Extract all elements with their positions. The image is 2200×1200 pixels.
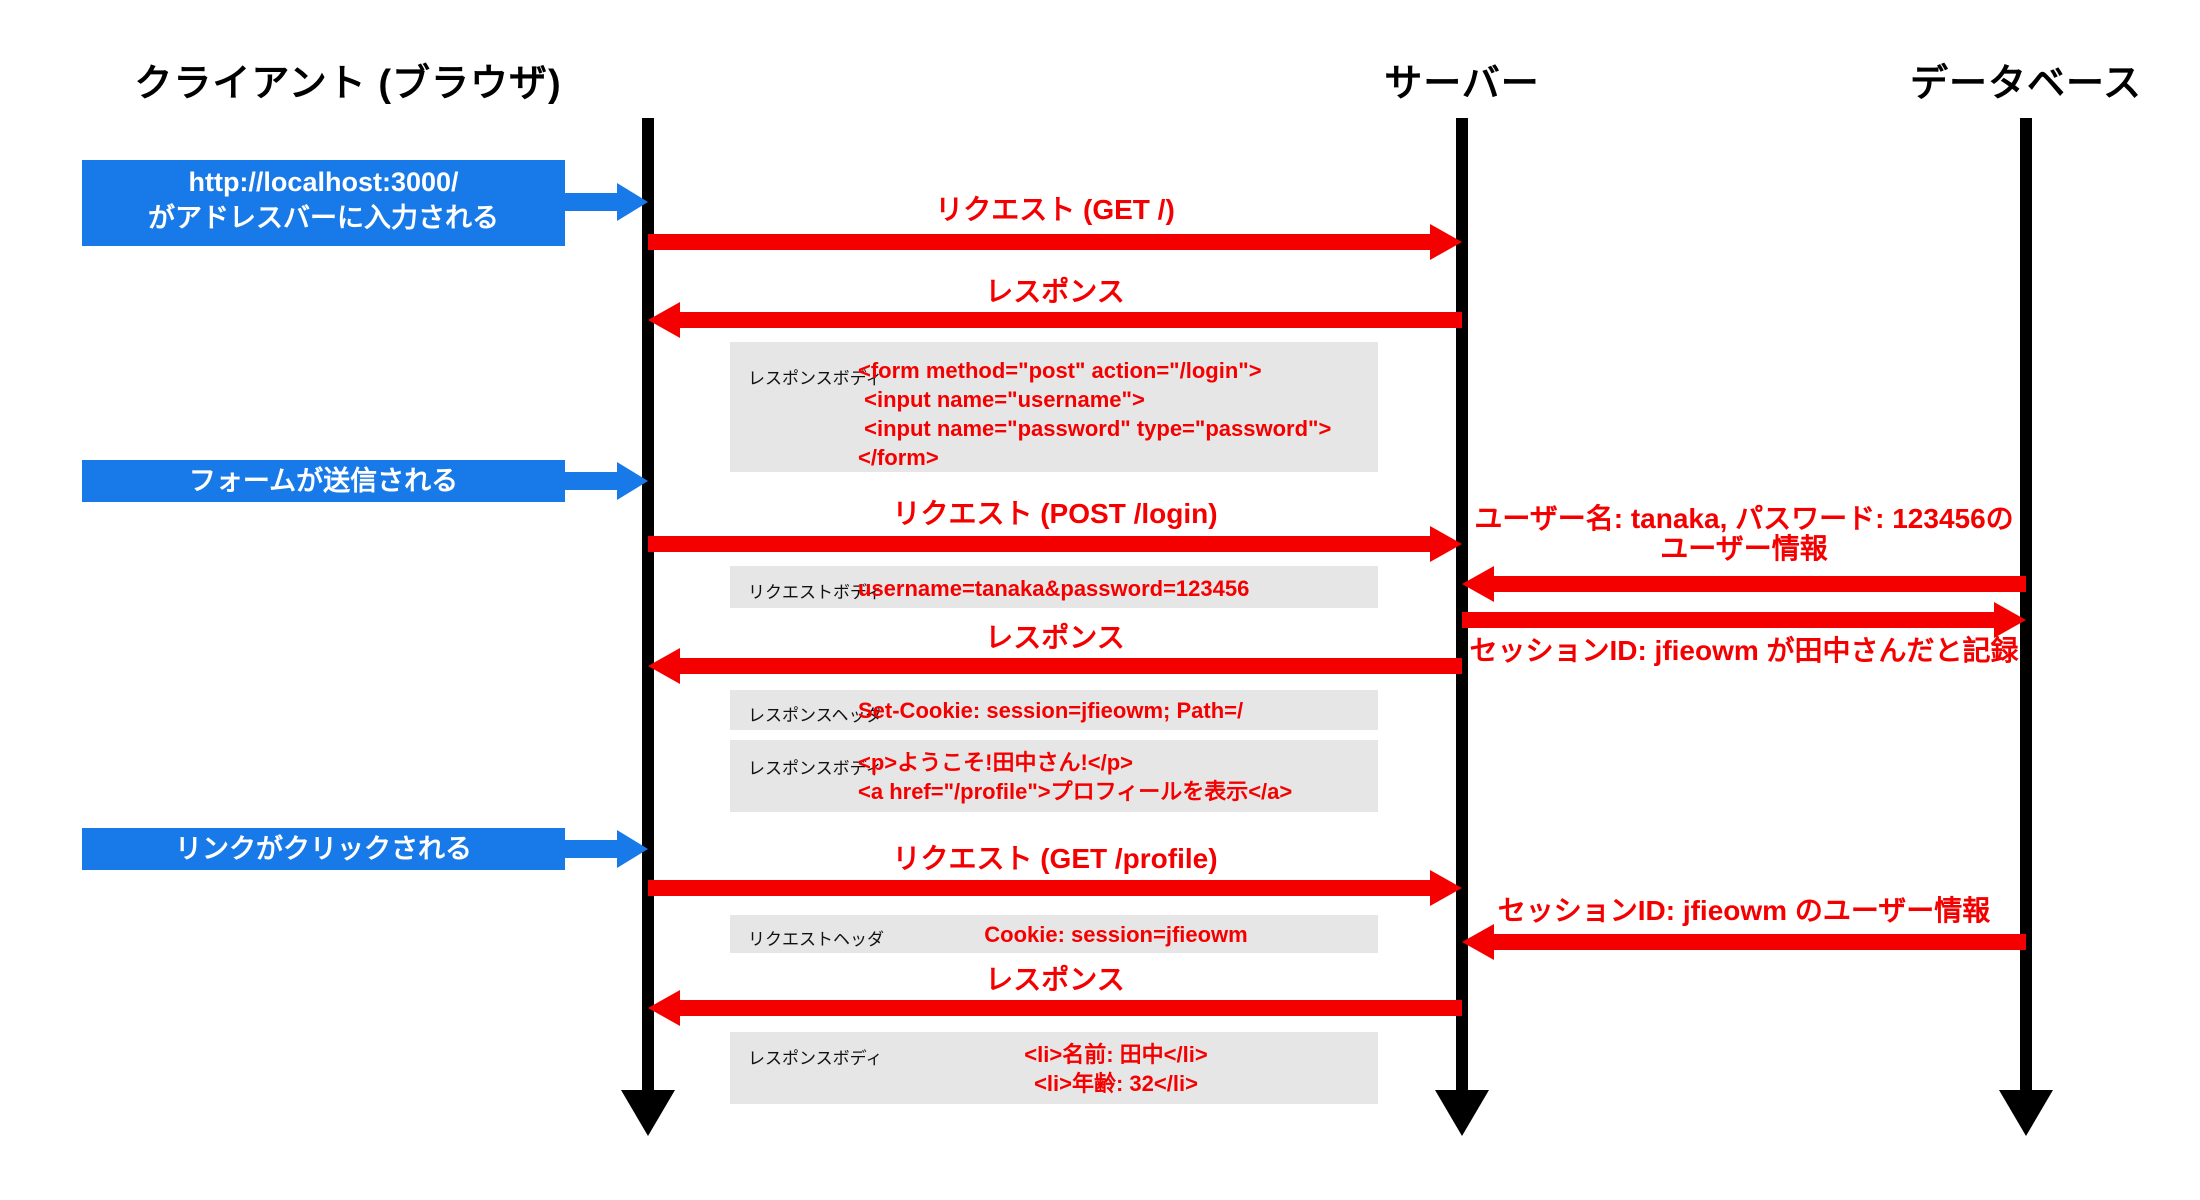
payload-label: レスポンスボディ xyxy=(748,759,883,778)
payload-response-body-form: レスポンスボディ <form method="post" action="/lo… xyxy=(730,342,1378,472)
db-message-label-session-user-info: セッションID: jfieowm のユーザー情報 xyxy=(1462,896,2026,926)
code-line: Cookie: session=jfieowm xyxy=(984,922,1248,947)
db-label-line: ユーザー情報 xyxy=(1660,533,1828,564)
action-note-line: リンクがクリックされる xyxy=(175,834,472,864)
lifeline-client xyxy=(642,118,654,1092)
payload-code: <p>ようこそ!田中さん!</p> <a href="/profile">プロフ… xyxy=(858,748,1292,806)
action-note-url-entered: http://localhost:3000/ がアドレスバーに入力される xyxy=(82,160,565,246)
payload-label: レスポンスボディ xyxy=(748,369,883,388)
payload-response-body-welcome: レスポンスボディ <p>ようこそ!田中さん!</p> <a href="/pro… xyxy=(730,740,1378,812)
db-arrow-left-icon xyxy=(1462,566,2026,602)
payload-response-header-set-cookie: レスポンスヘッダ Set-Cookie: session=jfieowm; Pa… xyxy=(730,690,1378,730)
payload-request-body-credentials: リクエストボディ username=tanaka&password=123456 xyxy=(730,566,1378,608)
code-line: <p>ようこそ!田中さん!</p> xyxy=(858,750,1134,775)
action-arrow-icon xyxy=(565,183,648,221)
code-line: Set-Cookie: session=jfieowm; Path=/ xyxy=(858,698,1244,723)
db-label-line: セッションID: jfieowm のユーザー情報 xyxy=(1497,895,1991,926)
code-line: <input name="username"> xyxy=(858,387,1145,412)
code-line: username=tanaka&password=123456 xyxy=(858,576,1250,601)
message-arrow-right-icon xyxy=(648,870,1462,906)
actor-title-client: クライアント (ブラウザ) xyxy=(134,63,562,105)
code-line: <input name="password" type="password"> xyxy=(858,416,1332,441)
action-note-link-clicked: リンクがクリックされる xyxy=(82,828,565,870)
lifeline-database xyxy=(2020,118,2032,1092)
payload-label: レスポンスヘッダ xyxy=(748,706,883,725)
message-arrow-left-icon xyxy=(648,990,1462,1026)
message-label-response-2: レスポンス xyxy=(985,622,1125,653)
code-line: <li>年齢: 32</li> xyxy=(1034,1071,1198,1096)
payload-label: レスポンスボディ xyxy=(748,1049,883,1068)
lifeline-server xyxy=(1456,118,1468,1092)
code-line: <li>名前: 田中</li> xyxy=(1024,1042,1208,1067)
payload-code: Cookie: session=jfieowm xyxy=(870,920,1362,949)
message-label-request-get-root: リクエスト (GET /) xyxy=(935,194,1175,225)
lifeline-arrowhead-server xyxy=(1435,1090,1489,1136)
actor-title-database: データベース xyxy=(1909,63,2143,105)
message-arrow-left-icon xyxy=(648,302,1462,338)
action-note-line: フォームが送信される xyxy=(188,466,459,496)
message-label-response-3: レスポンス xyxy=(985,964,1125,995)
message-label-request-get-profile: リクエスト (GET /profile) xyxy=(892,843,1218,874)
lifeline-arrowhead-client xyxy=(621,1090,675,1136)
payload-code: username=tanaka&password=123456 xyxy=(858,574,1249,603)
payload-response-body-profile: レスポンスボディ <li>名前: 田中</li> <li>年齢: 32</li> xyxy=(730,1032,1378,1104)
lifeline-arrowhead-database xyxy=(1999,1090,2053,1136)
action-note-form-submitted: フォームが送信される xyxy=(82,460,565,502)
db-message-label-user-info: ユーザー名: tanaka, パスワード: 123456の ユーザー情報 xyxy=(1462,504,2026,564)
payload-label: リクエストヘッダ xyxy=(748,930,884,949)
actor-title-server: サーバー xyxy=(1384,63,1540,105)
db-arrow-right-icon xyxy=(1462,602,2026,638)
message-arrow-right-icon xyxy=(648,224,1462,260)
code-line: </form> xyxy=(858,445,939,470)
message-label-request-post-login: リクエスト (POST /login) xyxy=(892,498,1218,529)
action-note-line: http://localhost:3000/ xyxy=(188,167,459,197)
payload-code: <li>名前: 田中</li> <li>年齢: 32</li> xyxy=(870,1040,1362,1098)
message-label-response-1: レスポンス xyxy=(985,276,1125,307)
payload-label: リクエストボディ xyxy=(748,583,883,602)
payload-code: <form method="post" action="/login"> <in… xyxy=(858,356,1331,472)
payload-request-header-cookie: リクエストヘッダ Cookie: session=jfieowm xyxy=(730,915,1378,953)
db-arrow-left-icon xyxy=(1462,924,2026,960)
action-arrow-icon xyxy=(565,830,648,868)
db-message-label-session-recorded: セッションID: jfieowm が田中さんだと記録 xyxy=(1462,636,2026,666)
payload-code: Set-Cookie: session=jfieowm; Path=/ xyxy=(858,696,1243,725)
db-label-line: セッションID: jfieowm が田中さんだと記録 xyxy=(1469,635,2019,666)
action-arrow-icon xyxy=(565,462,648,500)
message-arrow-left-icon xyxy=(648,648,1462,684)
message-arrow-right-icon xyxy=(648,526,1462,562)
db-label-line: ユーザー名: tanaka, パスワード: 123456の xyxy=(1474,503,2014,534)
action-note-line: がアドレスバーに入力される xyxy=(148,203,499,233)
code-line: <form method="post" action="/login"> xyxy=(858,358,1262,383)
code-line: <a href="/profile">プロフィールを表示</a> xyxy=(858,779,1293,804)
